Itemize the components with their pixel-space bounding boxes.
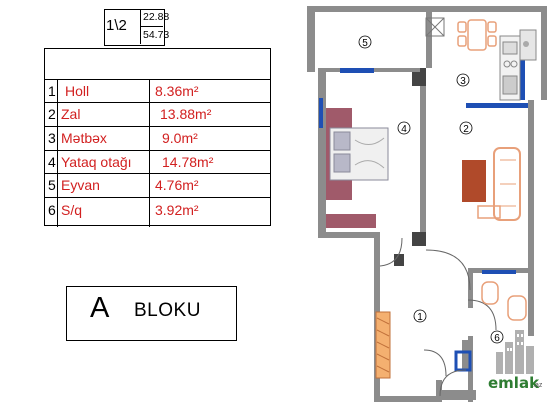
- room-number: 5: [48, 177, 56, 193]
- header-box: [104, 9, 165, 46]
- table-rule: [45, 79, 270, 80]
- room-name: S/q: [61, 202, 83, 218]
- room-area: 3.92m²: [155, 202, 199, 218]
- emlak-logo: [496, 330, 534, 374]
- plan-label-2: 2: [463, 124, 469, 135]
- area-living: 22.88: [143, 11, 170, 23]
- table-rule: [57, 79, 58, 227]
- bathroom-fixtures: [481, 281, 527, 321]
- room-name: Eyvan: [61, 177, 100, 193]
- room-name: Zal: [61, 106, 81, 122]
- column: [394, 254, 404, 266]
- logo-domain: .az: [533, 382, 543, 389]
- bed: [326, 108, 389, 228]
- room-name: Yataq otağı: [61, 154, 132, 170]
- room-number: 1: [48, 83, 56, 99]
- room-area: 4.76m²: [155, 177, 199, 193]
- table-rule: [45, 173, 270, 174]
- apartment-code: 1\2: [106, 17, 127, 34]
- room-number: 3: [48, 130, 56, 146]
- room-name: Holl: [65, 83, 90, 99]
- logo-text: emlak: [488, 374, 540, 392]
- wardrobe: [375, 311, 391, 379]
- room-area: 13.88m²: [160, 106, 212, 122]
- dining-set: [457, 19, 497, 51]
- room-area: 14.78m²: [162, 154, 214, 170]
- plan-label-3: 3: [460, 76, 466, 87]
- plan-label-1: 1: [417, 312, 423, 323]
- block-word: BLOKU: [134, 300, 201, 321]
- room-table: 1 Holl 8.36m² 2 Zal 13.88m² 3 Mətbəx 9.0…: [44, 48, 271, 227]
- room-area: 9.0m²: [162, 130, 198, 146]
- table-rule: [45, 102, 270, 103]
- plan-label-6: 6: [494, 333, 500, 344]
- floor-plan: 5 3 4 2 1 6: [307, 6, 547, 402]
- room-number: 2: [48, 106, 56, 122]
- table-rule: [149, 79, 150, 227]
- area-total: 54.73: [143, 29, 170, 41]
- room-number: 4: [48, 154, 56, 170]
- kitchen-fixtures: [425, 17, 537, 101]
- table-rule: [45, 197, 270, 198]
- room-name: Mətbəx: [61, 130, 107, 146]
- door-swings: [379, 237, 497, 397]
- room-area: 8.36m²: [155, 83, 199, 99]
- sofa-set: [462, 147, 521, 221]
- room-number: 6: [48, 202, 56, 218]
- room-labels: 5 3 4 2 1 6: [358, 35, 504, 344]
- table-rule: [45, 150, 270, 151]
- block-label-box: [66, 286, 237, 341]
- block-letter: A: [90, 292, 110, 324]
- plan-label-4: 4: [401, 124, 407, 135]
- header-divider: [140, 26, 163, 27]
- plan-label-5: 5: [362, 38, 368, 49]
- table-rule: [45, 126, 270, 127]
